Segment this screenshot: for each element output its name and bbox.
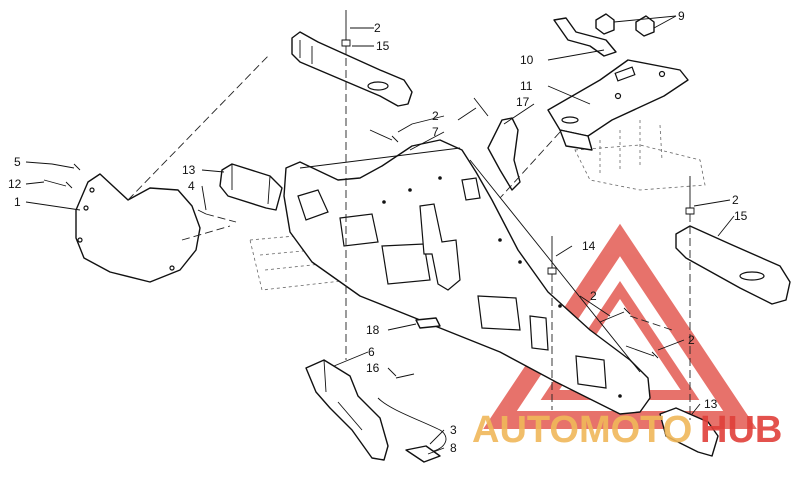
callout-9: 9 <box>678 9 685 23</box>
callout-16: 16 <box>366 361 380 375</box>
callout-4: 4 <box>188 179 195 193</box>
callout-15-top: 15 <box>376 39 390 53</box>
callout-11: 11 <box>520 79 533 93</box>
part-10-clip <box>553 17 617 57</box>
callout-1: 1 <box>14 195 21 209</box>
part-13-upper-bracket <box>219 163 283 211</box>
callout-5: 5 <box>14 155 21 169</box>
callout-2-middle: 2 <box>432 109 439 123</box>
callout-7: 7 <box>432 125 439 139</box>
callout-15-right: 15 <box>734 209 748 223</box>
callout-13-lower: 13 <box>704 397 718 411</box>
callout-2-top: 2 <box>374 21 381 35</box>
callout-2-lower: 2 <box>688 333 695 347</box>
part-9-nuts <box>595 13 655 37</box>
callout-6: 6 <box>368 345 375 359</box>
callout-10: 10 <box>520 53 534 67</box>
callout-13-upper: 13 <box>182 163 196 177</box>
fasteners <box>43 10 695 379</box>
part-3-cable <box>377 397 447 463</box>
part-6-lower-bracket <box>305 359 389 461</box>
callout-labels: 2 15 9 10 11 2 17 7 5 12 1 13 4 2 15 14 … <box>8 9 748 455</box>
part-15-top-rail <box>291 31 413 107</box>
callout-8: 8 <box>450 441 457 455</box>
callout-3: 3 <box>450 423 457 437</box>
part-7-main-plate <box>283 139 651 415</box>
part-17-small-bracket <box>487 117 521 191</box>
part-15-right-rail <box>675 225 791 305</box>
assembly-lines <box>127 46 691 420</box>
callout-2-center: 2 <box>590 289 597 303</box>
part-13-lower-bracket <box>659 407 719 457</box>
leader-lines <box>25 15 735 455</box>
callout-12: 12 <box>8 177 22 191</box>
watermark-word-automoto: AUTOMOTO <box>472 409 692 451</box>
callout-17: 17 <box>516 95 530 109</box>
part-11-mount-plate <box>547 59 689 151</box>
callout-18: 18 <box>366 323 380 337</box>
part-1-side-panel <box>75 173 201 283</box>
watermark-text: AUTOMOTO HUB <box>472 409 782 451</box>
watermark-word-hub: HUB <box>700 409 782 451</box>
part-18-block <box>415 317 441 329</box>
callout-14: 14 <box>582 239 596 253</box>
callout-2-right: 2 <box>732 193 739 207</box>
